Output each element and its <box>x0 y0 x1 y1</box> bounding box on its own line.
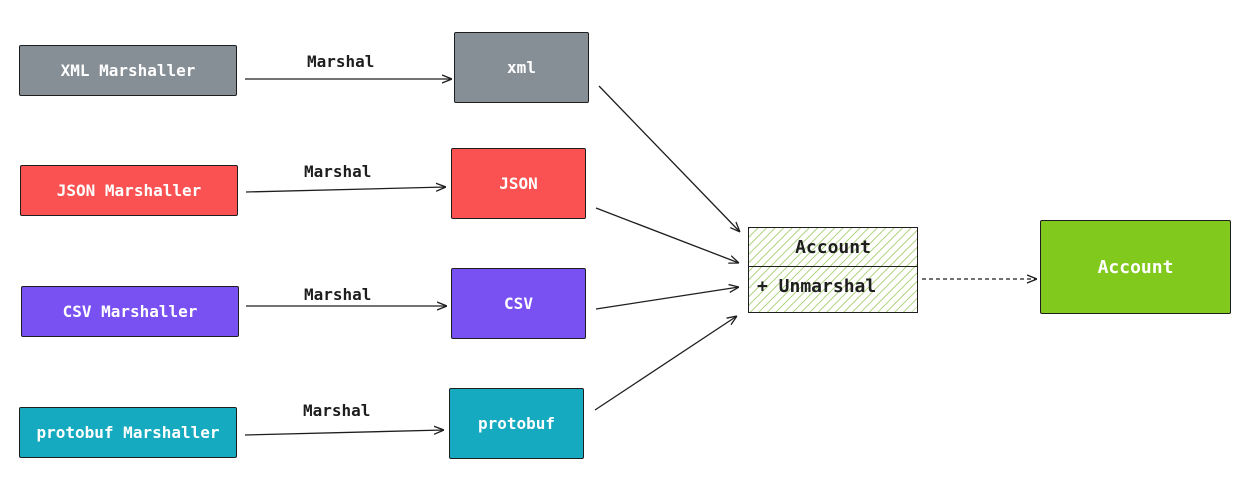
account-class-header: Account <box>749 228 917 267</box>
csv-format-box: CSV <box>451 268 586 339</box>
marshal-arrow-json <box>245 187 446 193</box>
account-result-box: Account <box>1040 220 1231 314</box>
marshal-label-protobuf: Marshal <box>303 401 371 420</box>
unmarshal-arrow-csv <box>595 287 739 310</box>
json-format-label: JSON <box>499 174 538 193</box>
marshal-label-json: Marshal <box>304 162 372 181</box>
xml-marshaller-label: XML Marshaller <box>60 61 196 80</box>
csv-format-label: CSV <box>504 294 533 313</box>
marshal-label-csv: Marshal <box>304 285 372 304</box>
marshal-arrow-protobuf <box>244 430 444 436</box>
json-marshaller-label: JSON Marshaller <box>56 181 202 200</box>
account-class-name: Account <box>795 236 871 258</box>
csv-marshaller-box: CSV Marshaller <box>21 286 239 337</box>
unmarshal-arrow-json <box>595 207 739 263</box>
protobuf-marshaller-box: protobuf Marshaller <box>19 407 237 458</box>
json-format-box: JSON <box>451 148 586 219</box>
unmarshal-arrow-protobuf <box>594 316 737 411</box>
protobuf-marshaller-label: protobuf Marshaller <box>36 423 220 442</box>
csv-marshaller-label: CSV Marshaller <box>62 302 198 321</box>
account-class-method: + Unmarshal <box>757 276 877 297</box>
json-marshaller-box: JSON Marshaller <box>20 165 238 216</box>
protobuf-format-label: protobuf <box>477 414 556 433</box>
marshal-label-xml: Marshal <box>307 52 375 71</box>
protobuf-format-box: protobuf <box>449 388 584 459</box>
xml-format-label: xml <box>507 58 536 77</box>
unmarshal-arrow-xml <box>598 85 740 232</box>
account-class-box: Account + Unmarshal <box>748 227 918 313</box>
xml-format-box: xml <box>454 32 589 103</box>
xml-marshaller-box: XML Marshaller <box>19 45 237 96</box>
account-result-label: Account <box>1097 256 1174 278</box>
